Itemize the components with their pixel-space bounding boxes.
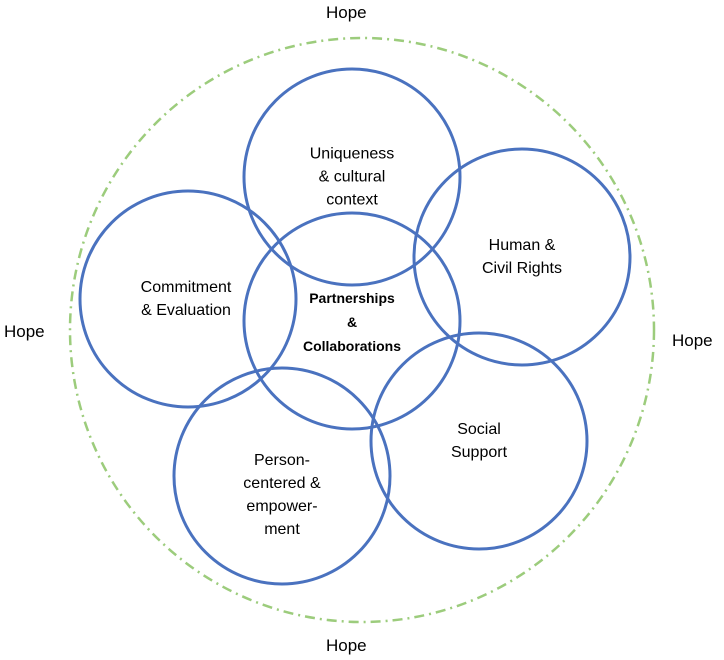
circle-social-support xyxy=(369,331,589,551)
circle-uniqueness xyxy=(242,67,462,287)
hope-label-right: Hope xyxy=(672,331,713,350)
hope-label-top: Hope xyxy=(326,3,367,22)
outer-hope-ring xyxy=(68,36,656,624)
circle-human-rights xyxy=(412,147,632,367)
label-uniqueness: Uniqueness & cultural context xyxy=(309,145,395,209)
label-human-rights: Human & Civil Rights xyxy=(481,237,562,277)
label-commitment: Commitment & Evaluation xyxy=(140,279,232,319)
circle-center xyxy=(242,211,462,431)
label-social-support: Social Support xyxy=(450,421,508,461)
hope-label-bottom: Hope xyxy=(326,636,367,655)
circle-person-centered xyxy=(172,366,392,586)
hope-label-left: Hope xyxy=(4,322,45,341)
circle-commitment xyxy=(78,189,298,409)
label-person-centered: Person- centered & empower- ment xyxy=(243,452,321,538)
label-partnerships: Partnerships & Collaborations xyxy=(302,290,401,354)
